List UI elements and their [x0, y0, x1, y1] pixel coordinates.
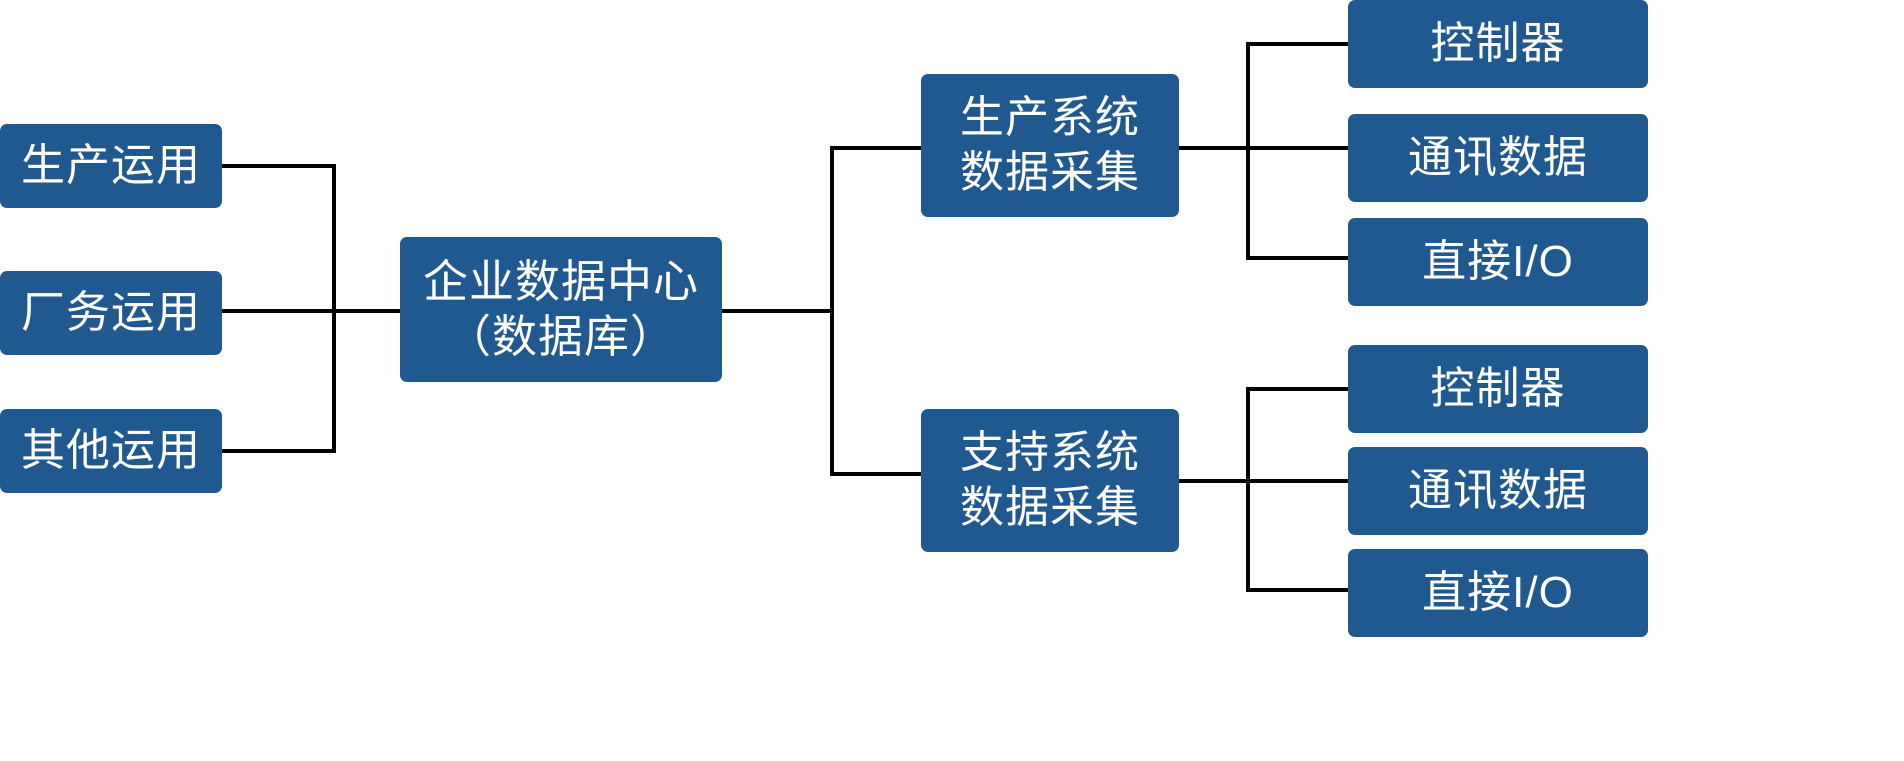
node-label: 直接I/O: [1422, 237, 1574, 287]
node-production-system-data-collection[interactable]: 生产系统 数据采集: [921, 74, 1179, 217]
edge-prod-op-stub: [222, 164, 336, 168]
node-support-system-data-collection[interactable]: 支持系统 数据采集: [921, 409, 1179, 552]
edge-prod-to-ctrl: [1246, 42, 1351, 46]
node-plant-operation[interactable]: 厂务运用: [0, 271, 222, 355]
edge-left-bus: [332, 164, 336, 453]
edge-prod-to-io: [1246, 256, 1351, 260]
edge-center-bus: [830, 146, 834, 476]
node-label: 厂务运用: [21, 288, 201, 338]
node-direct-io-support[interactable]: 直接I/O: [1348, 549, 1648, 637]
edge-prod-leaf-bus: [1246, 42, 1250, 260]
edge-support-to-ctrl: [1246, 387, 1351, 391]
edge-left-to-center: [332, 309, 402, 313]
node-production-operation[interactable]: 生产运用: [0, 124, 222, 208]
node-communication-data-support[interactable]: 通讯数据: [1348, 447, 1648, 535]
edge-center-stub: [722, 309, 834, 313]
edge-plant-op-stub: [222, 309, 336, 313]
node-label: 企业数据中心 （数据库）: [422, 255, 699, 362]
edge-prod-collect-stub: [1179, 146, 1349, 150]
node-label: 生产系统 数据采集: [960, 92, 1140, 197]
node-label: 支持系统 数据采集: [960, 427, 1140, 532]
edge-center-to-support: [830, 472, 923, 476]
node-label: 通讯数据: [1408, 133, 1588, 183]
node-label: 其他运用: [21, 426, 201, 476]
node-label: 生产运用: [21, 141, 201, 191]
edge-support-leaf-bus: [1246, 387, 1250, 592]
node-enterprise-data-center[interactable]: 企业数据中心 （数据库）: [400, 237, 722, 382]
edge-support-collect-stub: [1179, 479, 1349, 483]
node-label: 控制器: [1430, 19, 1566, 69]
node-controller-support[interactable]: 控制器: [1348, 345, 1648, 433]
node-other-operation[interactable]: 其他运用: [0, 409, 222, 493]
node-label: 控制器: [1430, 364, 1566, 414]
node-communication-data-production[interactable]: 通讯数据: [1348, 114, 1648, 202]
edge-support-to-io: [1246, 588, 1351, 592]
edge-other-op-stub: [222, 449, 336, 453]
node-label: 直接I/O: [1422, 568, 1574, 618]
node-direct-io-production[interactable]: 直接I/O: [1348, 218, 1648, 306]
node-label: 通讯数据: [1408, 466, 1588, 516]
node-controller-production[interactable]: 控制器: [1348, 0, 1648, 88]
edge-center-to-prod: [830, 146, 923, 150]
